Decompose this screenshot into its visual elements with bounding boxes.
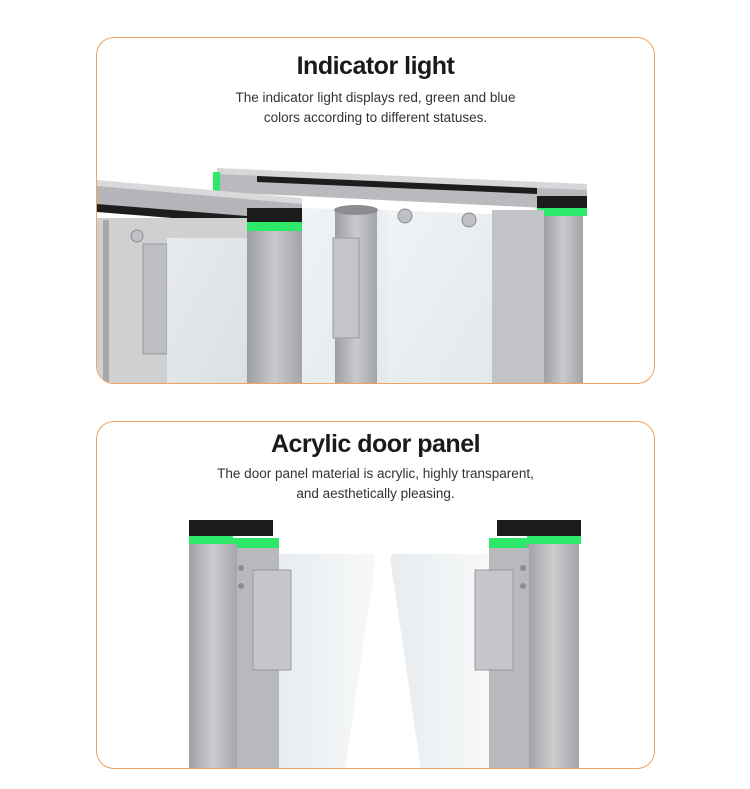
indicator-light-green	[489, 538, 529, 548]
description-line: colors according to different statuses.	[263, 110, 488, 125]
indicator-light-green	[247, 222, 302, 231]
indicator-light-green	[189, 536, 233, 544]
rear-cabinet-column	[543, 216, 583, 383]
description-line: and aesthetically pleasing.	[296, 486, 455, 501]
indicator-light-green	[213, 172, 220, 192]
indicator-light-green	[537, 208, 587, 216]
section-description: The indicator light displays red, green …	[137, 88, 614, 128]
front-cabinet-column	[247, 231, 302, 383]
acrylic-panel-right	[390, 554, 489, 768]
section-title: Indicator light	[296, 52, 455, 80]
acrylic-panel	[382, 210, 492, 383]
acrylic-door-panel-card: Acrylic door panel The door panel materi…	[96, 421, 655, 769]
hinge-plate	[252, 569, 292, 671]
end-cap	[497, 520, 581, 536]
description-line: The door panel material is acrylic, high…	[217, 466, 534, 481]
turnstile-indicator-illustration	[97, 168, 587, 383]
end-cap	[247, 208, 302, 222]
indicator-light-card: Indicator light The indicator light disp…	[96, 37, 655, 384]
indicator-light-green	[233, 538, 279, 548]
hinge-plate	[474, 569, 514, 671]
acrylic-panel-left	[277, 554, 376, 768]
left-cabinet-column	[189, 544, 237, 768]
indicator-light-green	[527, 536, 581, 544]
turnstile-door-panel-illustration	[189, 520, 581, 768]
section-description: The door panel material is acrylic, high…	[137, 464, 614, 504]
section-title: Acrylic door panel	[270, 430, 481, 458]
end-cap	[537, 196, 587, 208]
right-cabinet-column	[527, 544, 579, 768]
end-cap	[189, 520, 273, 536]
description-line: The indicator light displays red, green …	[235, 90, 516, 105]
